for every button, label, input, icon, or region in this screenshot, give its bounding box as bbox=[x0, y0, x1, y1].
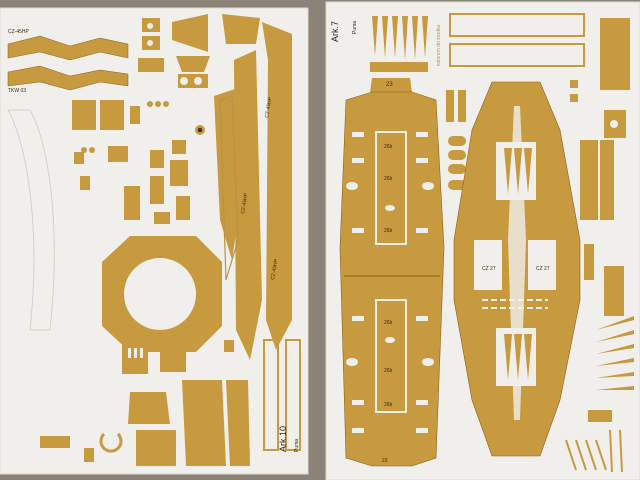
part-strips-lower-right bbox=[263, 339, 301, 451]
left-sheet-brand: Puma bbox=[294, 439, 300, 452]
code-label-5: CZ-45HP bbox=[270, 258, 280, 280]
code-label-3: CZ-45HP bbox=[264, 96, 274, 118]
deck-label-1: 26b bbox=[384, 144, 393, 150]
bottom-part-number: 23 bbox=[382, 458, 388, 464]
deck-label-2: 26b bbox=[384, 228, 393, 234]
top-part-number: 23 bbox=[386, 82, 393, 88]
part-wedges-top bbox=[172, 14, 260, 88]
part-octagon-disc bbox=[102, 236, 222, 352]
part-right-column-lower bbox=[584, 244, 624, 422]
part-small-squares-top bbox=[138, 18, 164, 72]
code-label-4: CZ-45HP bbox=[240, 192, 250, 214]
part-long-strip-outline bbox=[219, 95, 239, 281]
left-sheet: CZ-45HP TKW 03 CZ-45HP CZ bbox=[0, 7, 309, 475]
hull-label-2: CZ 27 bbox=[536, 266, 550, 272]
part-triangle-fan-bottom bbox=[596, 316, 634, 390]
part-round-tabs bbox=[448, 136, 466, 190]
part-ring-small bbox=[99, 432, 123, 453]
deck-label-3: 26b bbox=[384, 176, 393, 182]
right-sheet-label: Ark.7 bbox=[330, 21, 340, 42]
part-strip-top bbox=[370, 62, 428, 72]
part-small-rects-middle bbox=[72, 100, 190, 224]
part-sticks-bottom bbox=[565, 429, 623, 473]
punch-hole bbox=[197, 127, 203, 133]
part-top-block bbox=[370, 78, 412, 92]
hull-label-1: CZ 27 bbox=[482, 266, 496, 272]
part-central-deck bbox=[339, 91, 445, 467]
part-hole-right bbox=[610, 120, 618, 128]
code-label-2: TKW 03 bbox=[8, 88, 26, 94]
part-fringe-tabs bbox=[128, 348, 143, 358]
left-sheet-label: Ark.10 bbox=[278, 426, 288, 452]
part-outline-rects bbox=[449, 13, 585, 67]
part-lower-fragments bbox=[40, 340, 250, 466]
part-outline-left bbox=[7, 109, 55, 331]
deck-label-4: 26b bbox=[384, 320, 393, 326]
part-vertical-strips bbox=[446, 90, 466, 122]
code-label-1: CZ-45HP bbox=[8, 29, 30, 35]
part-chevron-strip bbox=[7, 35, 129, 91]
part-long-strips bbox=[214, 22, 292, 360]
deck-label-5: 26b bbox=[384, 402, 393, 408]
part-triangle-fan bbox=[372, 16, 428, 60]
part-hull-side bbox=[453, 81, 581, 457]
deck-center-labels: 26b 26b 26b 26b 26b 26b bbox=[384, 144, 393, 408]
right-sheet-brand: Puma bbox=[352, 21, 358, 34]
vertical-caption: kolorem do środka bbox=[436, 25, 442, 66]
part-right-column bbox=[570, 18, 630, 220]
deck-label-6: 26b bbox=[384, 368, 393, 374]
right-sheet: Ark.7 Puma kolorem do środka bbox=[325, 1, 640, 480]
